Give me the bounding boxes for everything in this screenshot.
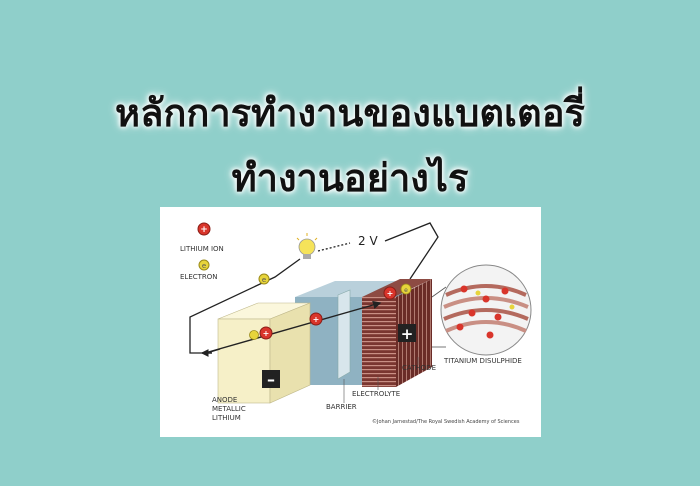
label-barrier: BARRIER bbox=[326, 403, 357, 411]
anode-sign-box bbox=[262, 370, 280, 388]
label-electrolyte: ELECTROLYTE bbox=[352, 390, 400, 398]
circuit-wire-left bbox=[189, 258, 301, 354]
ion-cathode: + e bbox=[383, 283, 412, 300]
ion-icon bbox=[197, 222, 211, 236]
zoom-line-top bbox=[431, 286, 447, 298]
electron-on-wire bbox=[258, 273, 270, 285]
anode-sign: – bbox=[267, 370, 275, 389]
battery-diagram: + LITHIUM ION e ELECTRON 2 V e – + bbox=[160, 207, 541, 437]
title-line-1: หลักการทำงานของแบตเตอรี่ bbox=[115, 90, 585, 135]
label-lithium: LITHIUM bbox=[212, 414, 241, 422]
electron-icon bbox=[198, 259, 210, 271]
light-bulb-icon bbox=[296, 233, 318, 259]
voltage-label: 2 V bbox=[358, 234, 378, 248]
electrolyte-top bbox=[295, 281, 410, 297]
cathode-sign-box bbox=[398, 324, 416, 342]
ion-flow-tail bbox=[209, 348, 221, 353]
svg-text:e: e bbox=[404, 287, 408, 294]
ion-anode: + bbox=[249, 326, 273, 340]
svg-text:+: + bbox=[263, 329, 270, 338]
ion-symbol: + bbox=[200, 225, 208, 235]
circuit-wire-top bbox=[317, 242, 351, 252]
ion-flow-arrow bbox=[204, 300, 382, 354]
electron-on-wire-symbol: e bbox=[262, 276, 266, 284]
svg-text:+: + bbox=[313, 315, 320, 324]
cathode-top bbox=[362, 279, 432, 297]
title-line-2: ทำงานอย่างไร bbox=[231, 155, 469, 200]
legend-electron-label: ELECTRON bbox=[180, 273, 218, 281]
cathode-sign: + bbox=[401, 325, 414, 343]
image-credit: ©Johan Jarnestad/The Royal Swedish Acade… bbox=[372, 418, 520, 425]
electron-symbol: e bbox=[202, 262, 206, 270]
titanium-zoom-circle bbox=[440, 264, 532, 356]
svg-text:+: + bbox=[387, 289, 394, 298]
circuit-wire-right bbox=[384, 222, 439, 280]
legend-ion-label: LITHIUM ION bbox=[180, 245, 224, 253]
label-cathode: CATHODE bbox=[402, 364, 436, 372]
ion-electrolyte: + bbox=[309, 312, 323, 326]
label-anode: ANODE bbox=[212, 396, 237, 404]
cathode-front bbox=[362, 297, 396, 387]
label-metallic: METALLIC bbox=[212, 405, 246, 413]
legend-electron: e ELECTRON bbox=[180, 259, 218, 281]
barrier-plate bbox=[337, 289, 351, 380]
legend-lithium-ion: + LITHIUM ION bbox=[180, 222, 224, 253]
label-titanium-disulphide: TITANIUM DISULPHIDE bbox=[443, 357, 522, 365]
